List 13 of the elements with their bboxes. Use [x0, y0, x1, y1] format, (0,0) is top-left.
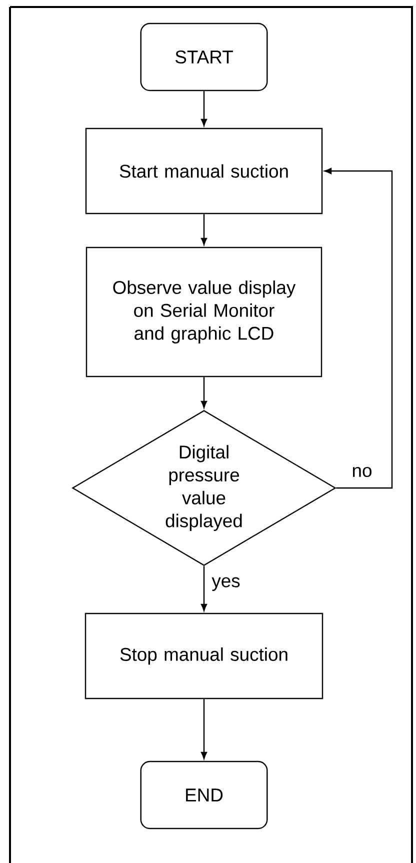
process-box: Start manual suction — [85, 128, 323, 214]
arrow — [200, 91, 208, 126]
terminal-box: START — [140, 22, 268, 92]
arrow — [200, 377, 208, 408]
process-box: Observe value display on Serial Monitor and graphic LCD — [86, 246, 322, 378]
arrow — [324, 168, 393, 489]
process-box: Stop manual suction — [84, 612, 324, 700]
arrow — [200, 699, 208, 760]
edge-label: no — [352, 466, 372, 478]
edge-label: yes — [212, 577, 240, 591]
arrow — [200, 566, 208, 612]
arrow — [200, 214, 208, 246]
terminal-box: END — [140, 760, 268, 830]
